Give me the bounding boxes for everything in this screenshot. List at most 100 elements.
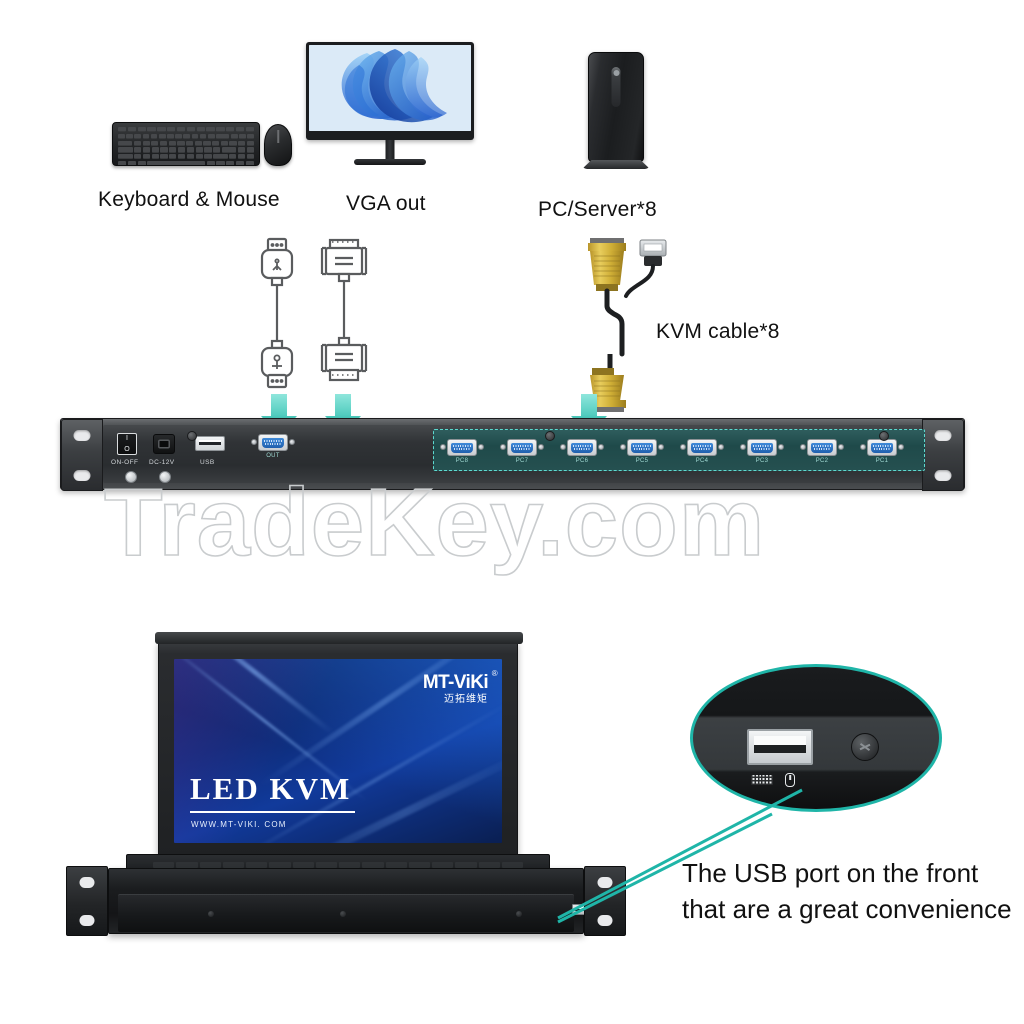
ground-screw [125, 471, 137, 483]
vga-shell [507, 439, 537, 456]
port-label-pc2: PC2 [815, 458, 829, 464]
monitor-stand-neck [385, 140, 395, 160]
power-switch[interactable] [117, 433, 137, 455]
vga-port-pc1[interactable] [860, 439, 904, 456]
port-label-pc3: PC3 [755, 458, 769, 464]
port-screw [838, 444, 844, 450]
usb-cable-drawing-icon [260, 237, 294, 389]
port-screw [251, 439, 257, 445]
lcd-url: WWW.MT-VIKI. COM [191, 820, 287, 829]
tower-body [588, 52, 644, 162]
vga-shell [687, 439, 717, 456]
keyboard-icon [112, 122, 260, 166]
rack-hole [597, 877, 613, 888]
vga-port-pc5[interactable] [620, 439, 664, 456]
kvm-base-chassis [66, 866, 626, 946]
base-front-panel [118, 894, 574, 932]
brand-name: MT-ViKi® [422, 670, 498, 693]
vga-shell [807, 439, 837, 456]
vga-core [691, 442, 713, 453]
port-label-pc4: PC4 [695, 458, 709, 464]
vga-port-pc8[interactable] [440, 439, 484, 456]
vga-port-pc3[interactable] [740, 439, 784, 456]
rack-hole [934, 470, 952, 481]
port-screw [620, 444, 626, 450]
port-screw [440, 444, 446, 450]
mouse-icon [264, 124, 292, 166]
port-screw [598, 444, 604, 450]
vga-port-pc7[interactable] [500, 439, 544, 456]
vga-port-pc4[interactable] [680, 439, 724, 456]
port-screw [478, 444, 484, 450]
usb-rear-label: USB [200, 459, 215, 466]
front-screw [208, 911, 214, 917]
brand-text: MT-ViKi [422, 672, 489, 693]
windows-bloom-wallpaper-icon [309, 45, 471, 131]
dc-power-jack[interactable] [153, 434, 175, 454]
brand-chinese: 迈拓维矩 [444, 694, 488, 705]
pc-server-tower-graphic [578, 52, 662, 174]
tower-front-slot [611, 67, 621, 107]
rack-hole [73, 470, 91, 481]
ground-screw [159, 471, 171, 483]
monitor-screen [309, 45, 471, 131]
vga-shell [447, 439, 477, 456]
port-screw [500, 444, 506, 450]
port-label-pc5: PC5 [635, 458, 649, 464]
port-screw [740, 444, 746, 450]
vga-core [751, 442, 773, 453]
dc-jack-label: DC-12V [149, 459, 175, 466]
callout-usb-description: The USB port on the front that are a gre… [682, 858, 1012, 924]
port-label-pc8: PC8 [455, 458, 469, 464]
port-screw [289, 439, 295, 445]
vga-core [811, 442, 833, 453]
port-screw [718, 444, 724, 450]
monitor-graphic [300, 42, 480, 172]
lid-top-bar [155, 632, 523, 644]
led-kvm-drawer-unit: MT-ViKi® 迈拓维矩 LED KVM WWW.MT-VIKI. COM [66, 632, 626, 950]
front-screw [516, 911, 522, 917]
usb-port-rear[interactable] [195, 436, 225, 451]
vga-shell [867, 439, 897, 456]
vga-shell [258, 434, 288, 451]
rear-panel-face: ON-OFF DC-12V USB OUT [103, 425, 925, 483]
port-screw [800, 444, 806, 450]
monitor-bezel [306, 42, 474, 140]
base-rack-ear-left [66, 866, 108, 936]
registered-mark: ® [491, 669, 498, 678]
rack-ear-left [61, 419, 103, 491]
port-screw [538, 444, 544, 450]
label-vga-out: VGA out [346, 192, 426, 215]
vga-port-out[interactable] [251, 434, 295, 451]
vga-shell [627, 439, 657, 456]
tower-foot [582, 160, 650, 169]
vga-core [871, 442, 893, 453]
chassis-screw [545, 431, 555, 441]
vga-shell [567, 439, 597, 456]
label-keyboard-mouse: Keyboard & Mouse [98, 188, 280, 211]
mouse-symbol-icon [785, 773, 795, 787]
kvm-lid: MT-ViKi® 迈拓维矩 LED KVM WWW.MT-VIKI. COM [155, 632, 523, 858]
port-screw [658, 444, 664, 450]
vga-cable-drawing-icon [320, 238, 368, 382]
lcd-title: LED KVM [190, 771, 356, 813]
port-screw [860, 444, 866, 450]
port-screw [778, 444, 784, 450]
rear-chassis: ON-OFF DC-12V USB OUT [60, 418, 965, 491]
vga-core [571, 442, 593, 453]
lcd-brand-block: MT-ViKi® 迈拓维矩 [422, 670, 498, 705]
rack-ear-right [922, 419, 964, 491]
kvm-cable-graphic-icon [588, 238, 667, 412]
port-screw [680, 444, 686, 450]
vga-port-pc2[interactable] [800, 439, 844, 456]
vga-port-pc6[interactable] [560, 439, 604, 456]
rack-hole [79, 877, 95, 888]
vga-core [451, 442, 473, 453]
rack-hole [73, 430, 91, 441]
label-kvm-cable: KVM cable*8 [656, 320, 780, 343]
label-pc-server: PC/Server*8 [538, 198, 657, 221]
magnifier-ellipse [690, 664, 942, 812]
port-label-pc7: PC7 [515, 458, 529, 464]
pc-port-group: PC8 PC7 PC6 [433, 429, 925, 471]
